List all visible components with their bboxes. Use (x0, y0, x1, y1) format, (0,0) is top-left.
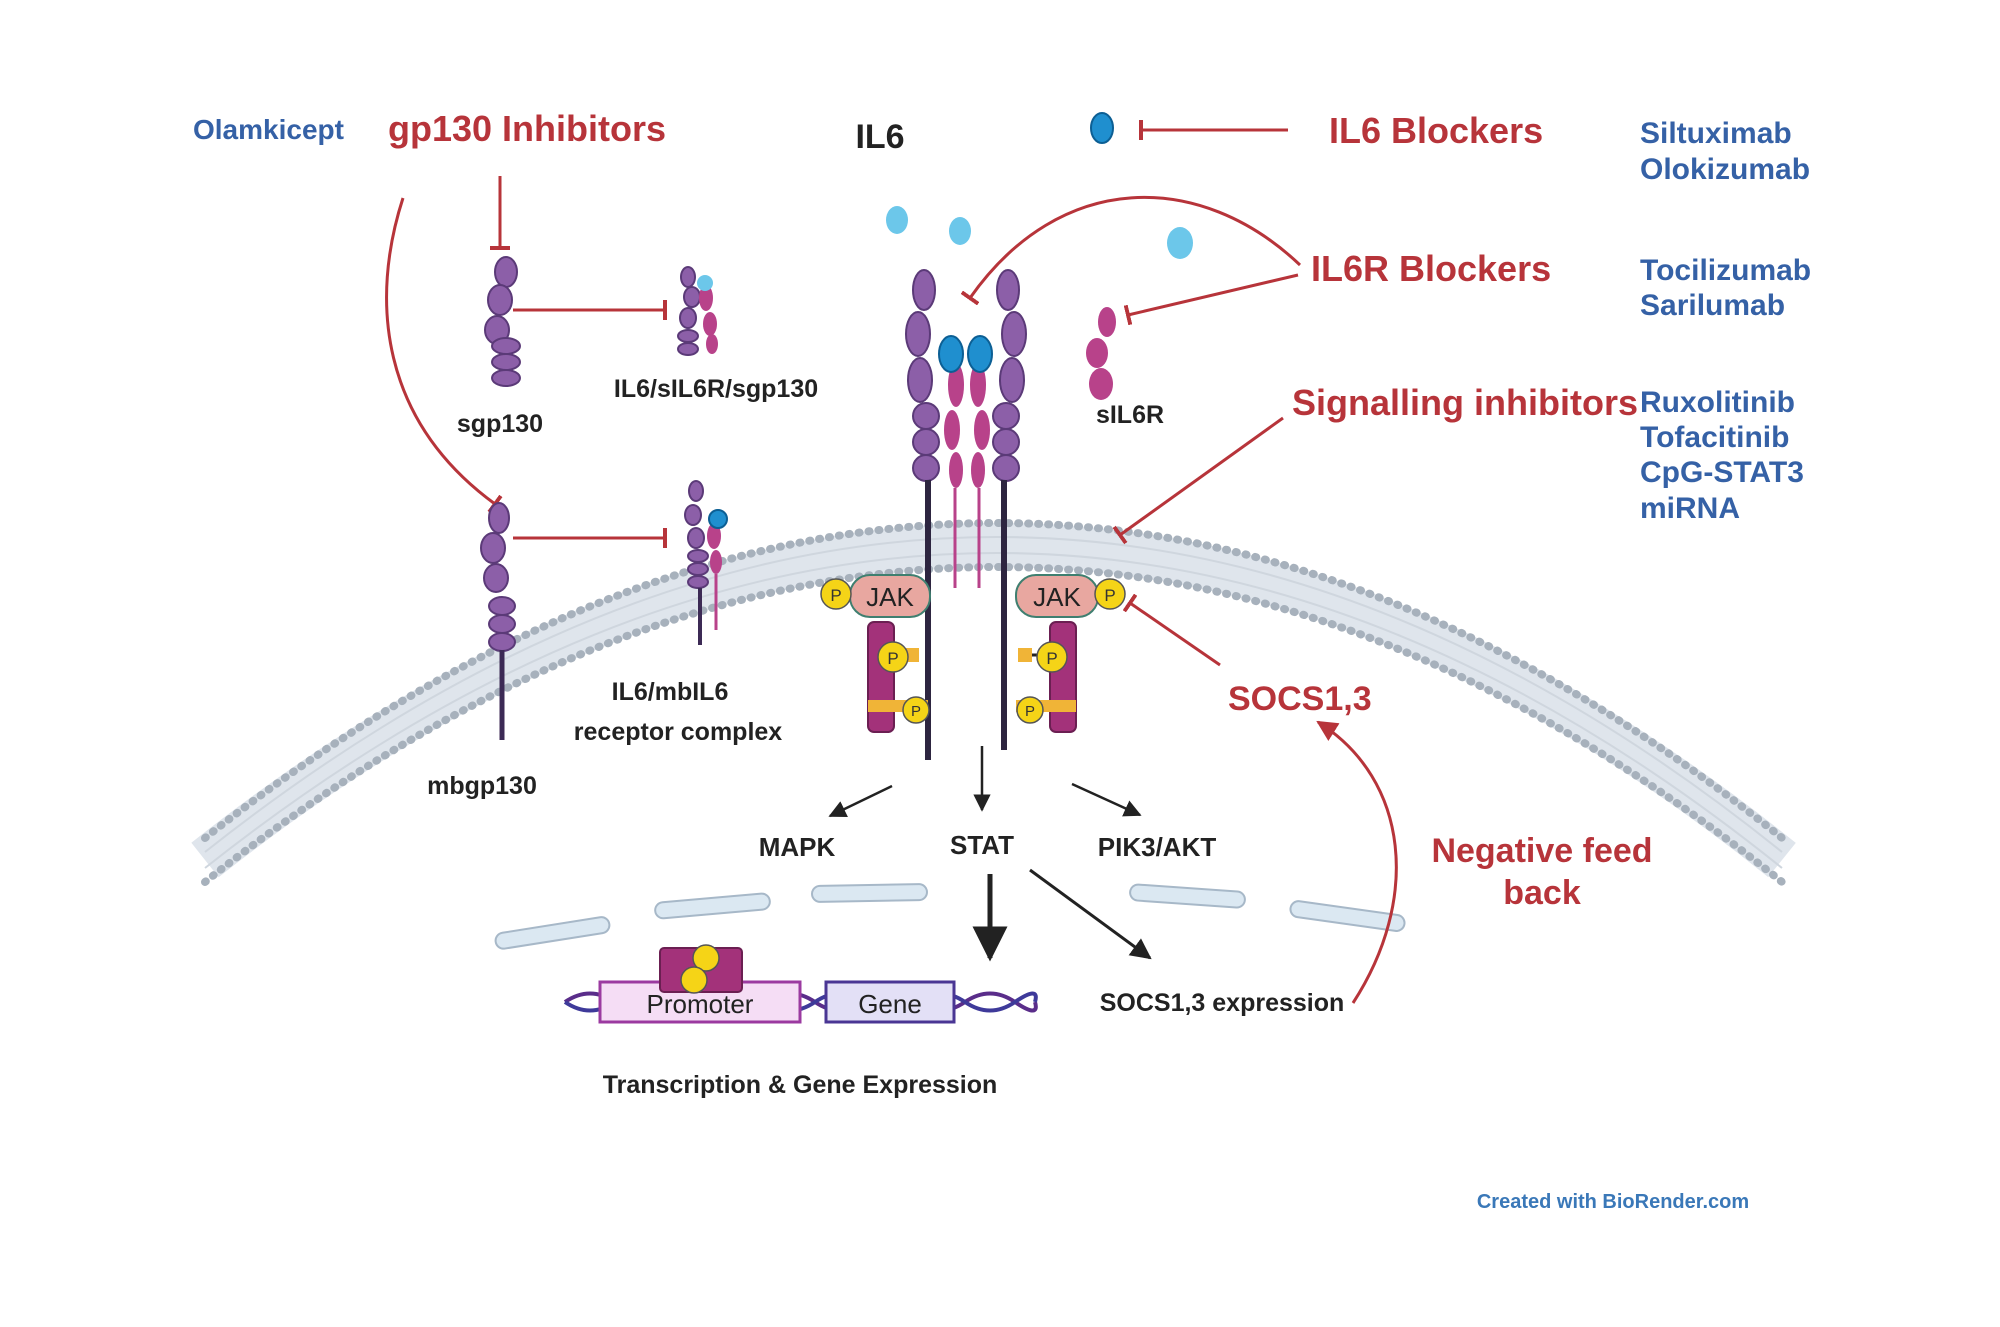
trans-signalling-complex-icon (677, 266, 718, 356)
membrane-complex-icon (684, 480, 728, 645)
jak-right-label: JAK (1033, 582, 1081, 612)
phospho-icon (1094, 578, 1126, 610)
receptor-hexamer-icon (905, 269, 1027, 760)
il6r-blockers-label: IL6R Blockers (1311, 248, 1551, 289)
phospho-icon (877, 641, 909, 673)
drug-sarilumab: Sarilumab (1640, 289, 1785, 322)
phospho-icon (1036, 641, 1068, 673)
drug-siltuximab: Siltuximab (1640, 117, 1792, 150)
inhibition-lines (385, 120, 1398, 1004)
phospho-label: P (1104, 586, 1115, 605)
il6-molecule-icon (886, 206, 908, 234)
mbgp130-label: mbgp130 (427, 772, 537, 800)
stat-dimer-icon (659, 944, 743, 994)
pathway-arrows (828, 746, 1152, 962)
cell-membrane (191, 519, 1796, 886)
il6-label: IL6 (855, 118, 904, 156)
sgp130-label: sgp130 (457, 410, 543, 438)
membrane-complex-label-line2: receptor complex (574, 718, 783, 746)
biorender-credit: Created with BioRender.com (1477, 1191, 1749, 1213)
drug-tofacitinib: Tofacitinib (1640, 421, 1789, 454)
il6-molecule-icon (949, 217, 971, 245)
gp130-inhibitors-label: gp130 Inhibitors (388, 108, 666, 149)
pathway-mapk: MAPK (759, 832, 836, 862)
transcription-label: Transcription & Gene Expression (603, 1071, 998, 1099)
phospho-label: P (911, 703, 921, 720)
pathway-stat: STAT (950, 830, 1014, 860)
socs-label: SOCS1,3 (1228, 680, 1372, 718)
drug-mirna: miRNA (1640, 492, 1740, 525)
il6-molecule-icon (1167, 227, 1193, 259)
il6-molecule-icon (1090, 112, 1114, 144)
drug-olamkicept: Olamkicept (193, 114, 344, 145)
mbgp130-icon (480, 502, 516, 740)
negative-feedback-label-line1: Negative feed (1431, 832, 1652, 870)
sgp130-icon (484, 256, 521, 387)
drug-olokizumab: Olokizumab (1640, 153, 1810, 186)
socs-expression-label: SOCS1,3 expression (1100, 989, 1345, 1017)
il6-blockers-label: IL6 Blockers (1329, 110, 1543, 151)
signalling-inhibitors-label: Signalling inhibitors (1292, 382, 1638, 423)
drug-ruxolitinib: Ruxolitinib (1640, 386, 1795, 419)
phospho-icon (820, 578, 852, 610)
nuclear-envelope (494, 883, 1406, 950)
jak-left-label: JAK (866, 582, 914, 612)
sil6r-label: sIL6R (1096, 401, 1164, 429)
trans-complex-label: IL6/sIL6R/sgp130 (614, 375, 818, 403)
negative-feedback-label-line2: back (1503, 874, 1581, 912)
phospho-icon (1016, 696, 1044, 724)
il6-ligand-icons (886, 112, 1193, 259)
phospho-label: P (887, 649, 898, 668)
phospho-label: P (1025, 703, 1035, 720)
drug-tocilizumab: Tocilizumab (1640, 254, 1811, 287)
gene-box (824, 980, 956, 1024)
jak-stat-left: JAK P P P (820, 574, 931, 733)
phospho-label: P (1046, 649, 1057, 668)
jak-stat-right: JAK P P P (1015, 574, 1126, 733)
gene-label: Gene (858, 989, 922, 1019)
pathway-pik3-akt: PIK3/AKT (1098, 832, 1217, 862)
drug-cpg-stat3: CpG-STAT3 (1640, 456, 1804, 489)
sil6r-icon (1086, 307, 1116, 400)
phospho-label: P (830, 586, 841, 605)
membrane-complex-label-line1: IL6/mbIL6 (612, 678, 729, 706)
phospho-icon (902, 696, 930, 724)
promoter-label: Promoter (647, 989, 754, 1019)
